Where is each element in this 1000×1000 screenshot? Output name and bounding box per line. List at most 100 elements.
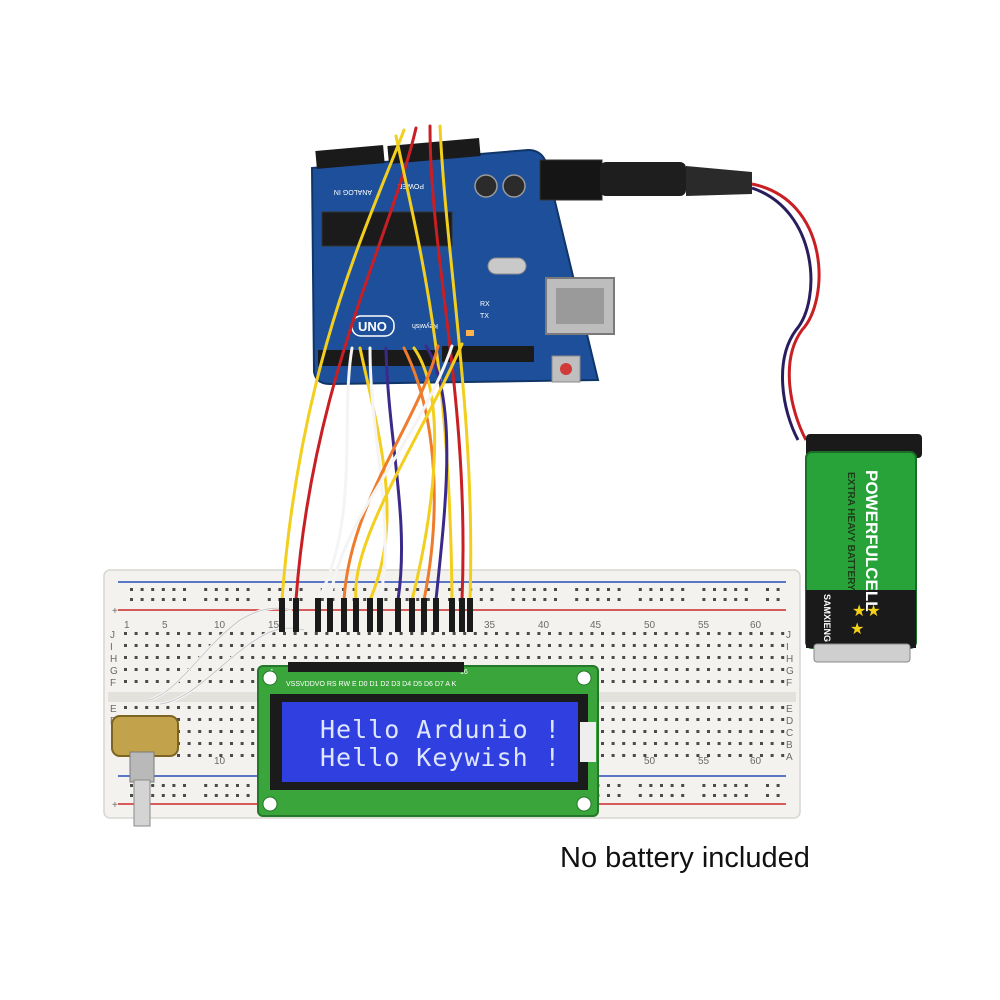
breadboard-hole	[219, 644, 223, 647]
breadboard-hole	[776, 794, 780, 797]
breadboard-hole	[236, 784, 239, 787]
breadboard-hole	[289, 588, 292, 591]
breadboard-hole	[495, 632, 498, 635]
breadboard-hole	[622, 730, 626, 733]
breadboard-hole	[399, 644, 403, 647]
breadboard-hole	[166, 668, 170, 671]
breadboard-hole	[696, 680, 700, 683]
breadboard-hole	[240, 644, 244, 647]
breadboard-hole	[770, 644, 774, 647]
breadboard-hole	[717, 644, 721, 647]
breadboard-hole	[670, 784, 674, 787]
column-number: 60	[750, 620, 762, 631]
breadboard-hole	[611, 656, 615, 659]
breadboard-hole	[230, 668, 233, 671]
breadboard-hole	[558, 632, 562, 635]
breadboard-hole	[643, 632, 647, 635]
breadboard-hole	[543, 598, 547, 601]
breadboard-hole	[707, 680, 710, 683]
breadboard-hole	[728, 718, 732, 721]
breadboard-hole	[776, 598, 780, 601]
breadboard-hole	[420, 656, 424, 659]
breadboard-hole	[246, 588, 250, 591]
breadboard-hole	[452, 644, 456, 647]
breadboard-hole	[140, 598, 144, 601]
breadboard-hole	[696, 706, 700, 709]
breadboard-hole	[198, 730, 202, 733]
breadboard-hole	[183, 588, 186, 591]
breadboard-hole	[601, 706, 604, 709]
breadboard-hole	[251, 718, 255, 721]
breadboard-hole	[622, 644, 626, 647]
breadboard-hole	[601, 668, 604, 671]
breadboard-hole	[649, 588, 653, 591]
breadboard-hole	[675, 730, 679, 733]
breadboard-hole	[670, 588, 674, 591]
breadboard-hole	[325, 632, 329, 635]
column-number: 10	[214, 756, 226, 767]
jumper-wire-tip	[467, 598, 473, 632]
breadboard-hole	[124, 668, 127, 671]
breadboard-hole	[770, 742, 774, 745]
battery-subtitle: EXTRA HEAVY BATTERY	[845, 472, 856, 591]
breadboard-hole	[236, 598, 239, 601]
breadboard-hole	[336, 644, 339, 647]
breadboard-hole	[225, 598, 229, 601]
breadboard-hole	[617, 598, 621, 601]
breadboard-hole	[187, 754, 191, 757]
breadboard-hole	[230, 754, 233, 757]
breadboard-hole	[675, 644, 679, 647]
breadboard-hole	[643, 742, 647, 745]
breadboard-hole	[728, 680, 732, 683]
breadboard-hole	[166, 680, 170, 683]
caption-no-battery: No battery included	[560, 842, 810, 874]
breadboard-hole	[734, 794, 738, 797]
dc-power-plug	[600, 162, 752, 196]
breadboard-hole	[728, 706, 732, 709]
breadboard-hole	[638, 784, 642, 787]
breadboard-hole	[177, 632, 180, 635]
breadboard-hole	[145, 706, 149, 709]
breadboard-hole	[198, 632, 202, 635]
breadboard-hole	[378, 656, 382, 659]
analog-label: ANALOG IN	[334, 188, 372, 195]
breadboard-hole	[208, 706, 212, 709]
breadboard-hole	[744, 588, 748, 591]
breadboard-hole	[198, 644, 202, 647]
breadboard-hole	[219, 668, 223, 671]
breadboard-hole	[717, 730, 721, 733]
breadboard-hole	[749, 656, 753, 659]
battery-brand: POWERFULCELL	[862, 470, 881, 612]
breadboard-hole	[526, 656, 530, 659]
breadboard-hole	[395, 588, 398, 591]
breadboard-hole	[734, 598, 738, 601]
breadboard-hole	[155, 632, 159, 635]
jumper-wire-tip	[315, 598, 321, 632]
breadboard-hole	[161, 794, 165, 797]
row-letter: D	[786, 716, 793, 727]
breadboard-hole	[251, 754, 255, 757]
breadboard-hole	[405, 588, 409, 591]
breadboard-hole	[738, 644, 742, 647]
breadboard-hole	[399, 656, 403, 659]
breadboard-hole	[426, 598, 430, 601]
breadboard-hole	[208, 730, 212, 733]
breadboard-hole	[675, 656, 679, 659]
breadboard-hole	[293, 644, 297, 647]
breadboard-hole	[251, 668, 255, 671]
breadboard-hole	[532, 598, 536, 601]
breadboard-hole	[738, 754, 742, 757]
breadboard-hole	[707, 632, 710, 635]
breadboard-hole	[776, 784, 780, 787]
breadboard-hole	[495, 656, 498, 659]
column-number: 45	[590, 620, 602, 631]
breadboard-hole	[378, 632, 382, 635]
breadboard-hole	[579, 656, 583, 659]
breadboard-hole	[664, 742, 668, 745]
breadboard-hole	[246, 598, 250, 601]
breadboard-hole	[781, 668, 785, 671]
jumper-wire-tip	[293, 598, 299, 632]
breadboard-hole	[675, 754, 679, 757]
breadboard-hole	[134, 680, 138, 683]
breadboard-hole	[177, 668, 180, 671]
